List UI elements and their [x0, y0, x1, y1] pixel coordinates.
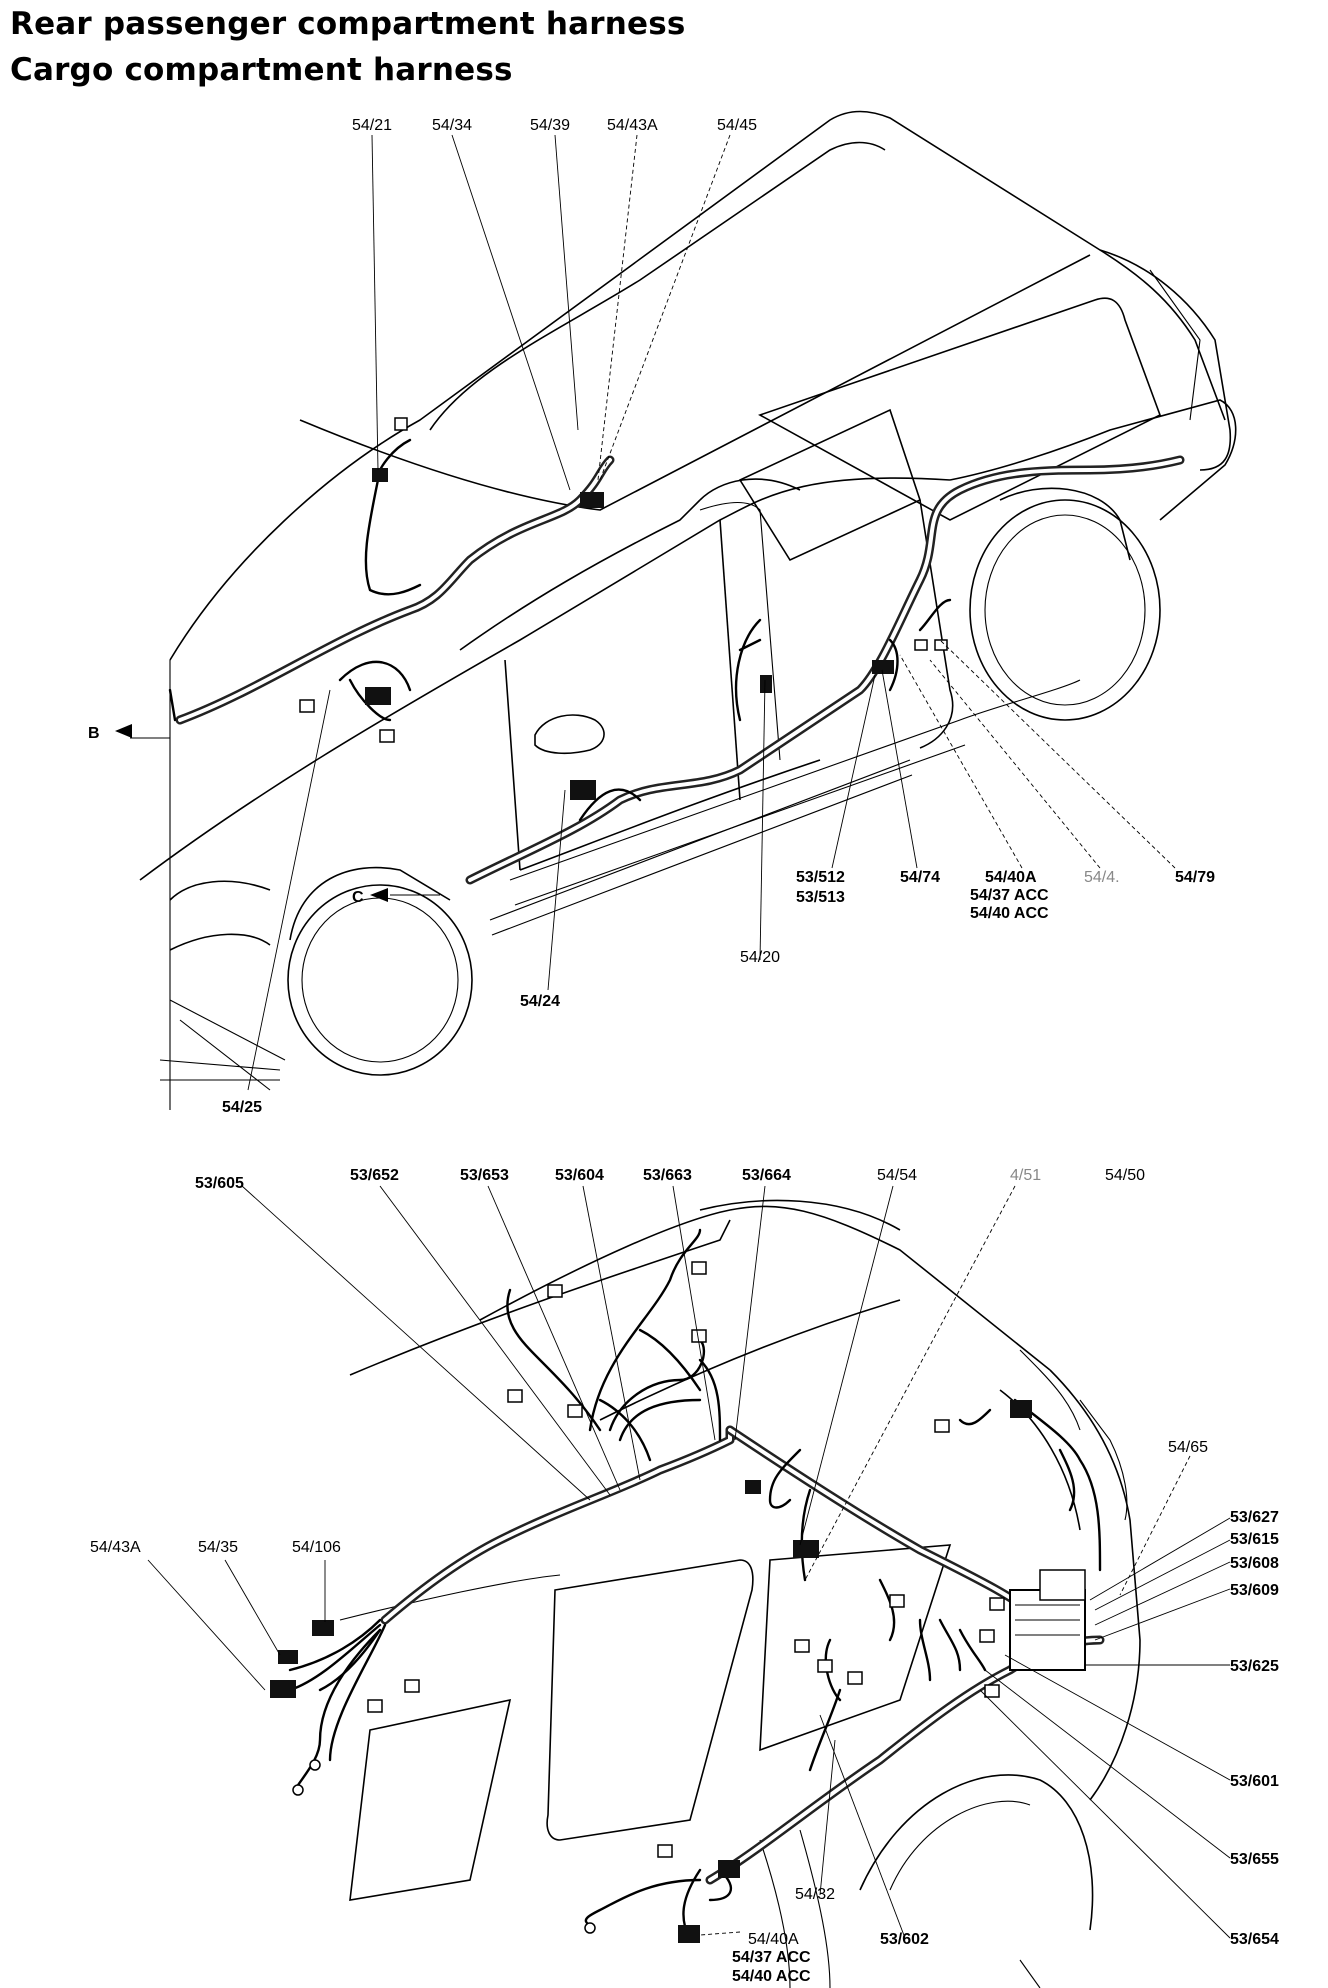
label-54-20: 54/20 [740, 949, 780, 966]
label-53-608: 53/608 [1230, 1555, 1279, 1572]
label-54-37-acc-bottom: 54/37 ACC [732, 1949, 811, 1966]
top-harness [168, 417, 1185, 885]
top-leader-lines [130, 134, 1176, 1091]
top-labels: 54/21 54/34 54/39 54/43A 54/45 B C 53/51… [88, 117, 1215, 1116]
label-arrow-b: B [88, 725, 100, 742]
label-54-106: 54/106 [292, 1539, 341, 1556]
label-53-652: 53/652 [350, 1167, 399, 1184]
arrow-b [115, 724, 132, 738]
label-53-601: 53/601 [1230, 1773, 1279, 1790]
connector [270, 1680, 296, 1698]
label-54-50: 54/50 [1105, 1167, 1145, 1184]
label-54-74: 54/74 [900, 869, 940, 886]
connector [872, 660, 894, 674]
connector [312, 1620, 334, 1636]
label-54-39: 54/39 [530, 117, 570, 134]
title-rear-harness: Rear passenger compartment harness [10, 6, 686, 42]
label-53-654: 53/654 [1230, 1931, 1279, 1948]
control-module [1009, 1589, 1086, 1671]
label-54-25: 54/25 [222, 1099, 262, 1116]
bottom-harness [270, 1228, 1105, 1943]
connector [278, 1650, 298, 1664]
connector [760, 675, 772, 693]
label-54-21: 54/21 [352, 117, 392, 134]
label-53-605: 53/605 [195, 1175, 244, 1192]
label-arrow-c: C [352, 889, 364, 906]
label-54-65: 54/65 [1168, 1439, 1208, 1456]
label-54-45: 54/45 [717, 117, 757, 134]
label-54-32: 54/32 [795, 1886, 835, 1903]
title-cargo-harness: Cargo compartment harness [10, 52, 513, 88]
label-54-34: 54/34 [432, 117, 472, 134]
connector [580, 492, 604, 508]
bottom-car-body [339, 1199, 1141, 1988]
label-54-40a: 54/40A [985, 869, 1037, 886]
connector [372, 468, 388, 482]
label-53-653: 53/653 [460, 1167, 509, 1184]
connector [745, 1480, 761, 1494]
label-54-24: 54/24 [520, 993, 560, 1010]
label-53-609: 53/609 [1230, 1582, 1279, 1599]
label-53-663: 53/663 [643, 1167, 692, 1184]
label-54-51: 4/51 [1010, 1167, 1041, 1184]
label-53-513: 53/513 [796, 889, 845, 906]
label-54-43a: 54/43A [607, 117, 658, 134]
label-53-627: 53/627 [1230, 1509, 1279, 1526]
label-54-40-acc-bottom: 54/40 ACC [732, 1968, 811, 1985]
connector [1010, 1400, 1032, 1418]
connector [365, 687, 391, 705]
label-53-625: 53/625 [1230, 1658, 1279, 1675]
label-53-602: 53/602 [880, 1931, 929, 1948]
connector [718, 1860, 740, 1878]
top-car-body [139, 110, 1237, 1110]
connector [793, 1540, 819, 1558]
arrow-c [370, 888, 388, 902]
label-53-664: 53/664 [742, 1167, 791, 1184]
label-54-40-acc: 54/40 ACC [970, 905, 1049, 922]
label-54-37-acc: 54/37 ACC [970, 887, 1049, 904]
bottom-labels: 53/605 53/652 53/653 53/604 53/663 53/66… [90, 1167, 1279, 1985]
label-54-43a-bottom: 54/43A [90, 1539, 141, 1556]
label-53-512: 53/512 [796, 869, 845, 886]
label-54-40a-bottom: 54/40A [748, 1931, 799, 1948]
bottom-leader-lines [147, 1185, 1231, 1939]
label-53-604: 53/604 [555, 1167, 604, 1184]
label-54-35: 54/35 [198, 1539, 238, 1556]
label-53-655: 53/655 [1230, 1851, 1279, 1868]
label-54-54: 54/54 [877, 1167, 917, 1184]
connector [570, 780, 596, 800]
label-54-4x: 54/4. [1084, 869, 1120, 886]
label-53-615: 53/615 [1230, 1531, 1279, 1548]
connector [678, 1925, 700, 1943]
label-54-79: 54/79 [1175, 869, 1215, 886]
